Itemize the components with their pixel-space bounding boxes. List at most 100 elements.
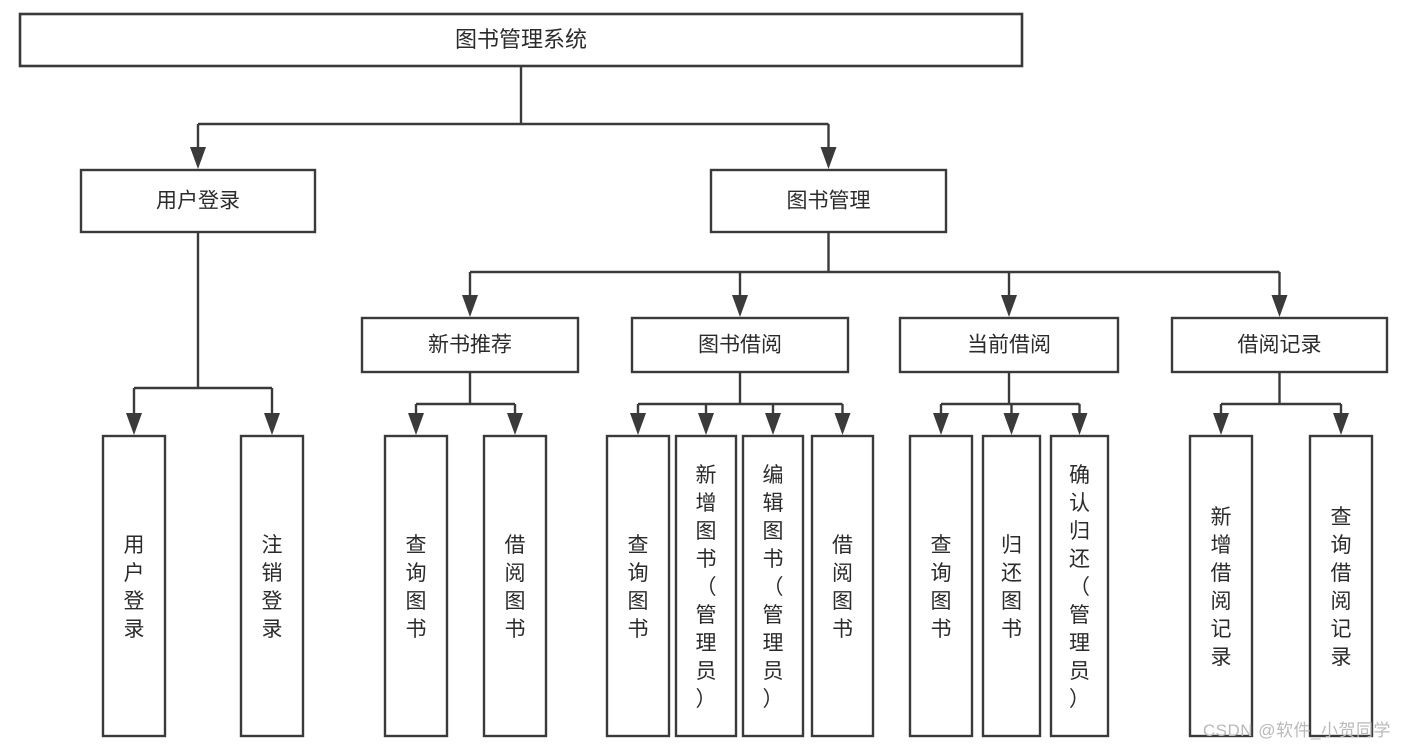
arrow-down-icon [834,413,851,435]
node-box-level3-3[interactable] [1170,316,1389,374]
svg-text:新: 新 [696,464,717,487]
svg-text:阅: 阅 [505,562,526,585]
arrow-down-icon [264,413,280,435]
svg-text:户: 户 [124,562,145,585]
node-box-root[interactable] [18,12,1024,68]
arrow-down-icon [1001,295,1017,317]
svg-text:询: 询 [406,562,427,585]
leaf-box-7[interactable] [810,434,875,738]
svg-text:（: （ [696,576,717,599]
leaf-box-0[interactable] [101,434,167,738]
leaf-box-8[interactable] [908,434,974,738]
leaf-box-12[interactable] [1308,434,1374,738]
svg-text:记: 记 [1211,618,1232,641]
leaf-box-10[interactable] [1049,434,1110,738]
arrow-down-icon [765,413,781,435]
node-box-level2-0[interactable] [79,168,317,234]
node-label-level3-3: 借阅记录 [1238,334,1322,357]
svg-text:管: 管 [1069,604,1090,627]
connectors-layer [126,66,1349,435]
node-label-level3-0: 新书推荐 [428,334,512,357]
arrow-down-icon [507,413,523,435]
node-box-level3-1[interactable] [630,316,850,374]
svg-text:管: 管 [696,604,717,627]
leaf-box-9[interactable] [981,434,1042,738]
node-box-level3-0[interactable] [360,316,580,374]
svg-text:查: 查 [1331,506,1352,529]
svg-text:理: 理 [763,632,784,655]
svg-text:借: 借 [832,534,853,557]
arrow-down-icon [190,147,206,169]
svg-text:编: 编 [763,464,784,487]
svg-text:图: 图 [696,520,717,543]
svg-text:图: 图 [931,590,952,613]
node-label-level2-0: 用户登录 [156,190,240,213]
node-box-level3-2[interactable] [898,316,1120,374]
svg-text:借: 借 [1331,562,1352,585]
svg-text:用: 用 [124,534,145,557]
leaf-box-5[interactable] [674,434,738,738]
leaf-box-6[interactable] [741,434,805,738]
arrow-down-icon [462,295,478,317]
node-box-level2-1[interactable] [709,168,948,234]
leaf-box-11[interactable] [1188,434,1254,738]
watermark-text: CSDN @软件_小贺同学 [1202,721,1391,740]
svg-text:管: 管 [763,604,784,627]
nodes-layer: 图书管理系统用户登录图书管理新书推荐图书借阅当前借阅借阅记录用户登录注销登录查询… [18,12,1389,738]
arrow-down-icon [1003,413,1020,435]
leaf-label-0: 用户登录 [124,534,145,641]
svg-text:录: 录 [262,618,283,641]
leaf-box-2[interactable] [383,434,449,738]
svg-text:图: 图 [628,590,649,613]
leaf-box-1[interactable] [239,434,305,738]
svg-text:书: 书 [406,618,427,641]
svg-text:）: ） [763,688,784,711]
svg-text:查: 查 [406,534,427,557]
svg-text:销: 销 [262,562,283,585]
svg-text:注: 注 [262,534,283,557]
arrow-down-icon [933,413,949,435]
svg-text:录: 录 [124,618,145,641]
svg-text:图: 图 [1001,590,1022,613]
svg-text:书: 书 [628,618,649,641]
svg-text:录: 录 [1331,646,1352,669]
svg-text:阅: 阅 [1211,590,1232,613]
svg-text:还: 还 [1001,562,1022,585]
svg-text:记: 记 [1331,618,1352,641]
svg-text:阅: 阅 [832,562,853,585]
svg-text:查: 查 [628,534,649,557]
svg-text:查: 查 [931,534,952,557]
svg-text:确: 确 [1069,464,1090,487]
svg-text:）: ） [696,688,717,711]
svg-text:员: 员 [1069,660,1090,683]
svg-text:书: 书 [763,548,784,571]
arrow-down-icon [630,413,646,435]
svg-text:员: 员 [696,660,717,683]
svg-text:登: 登 [124,590,145,613]
svg-text:还: 还 [1069,548,1090,571]
arrow-down-icon [408,413,424,435]
arrow-down-icon [1333,413,1349,435]
leaf-box-3[interactable] [482,434,548,738]
arrow-down-icon [698,413,714,435]
svg-text:员: 员 [763,660,784,683]
svg-text:理: 理 [696,632,717,655]
svg-text:辑: 辑 [763,492,784,515]
node-label-level3-1: 图书借阅 [698,334,782,357]
svg-text:归: 归 [1069,520,1090,543]
svg-text:询: 询 [931,562,952,585]
leaf-box-4[interactable] [605,434,671,738]
node-label-level3-2: 当前借阅 [967,334,1051,357]
